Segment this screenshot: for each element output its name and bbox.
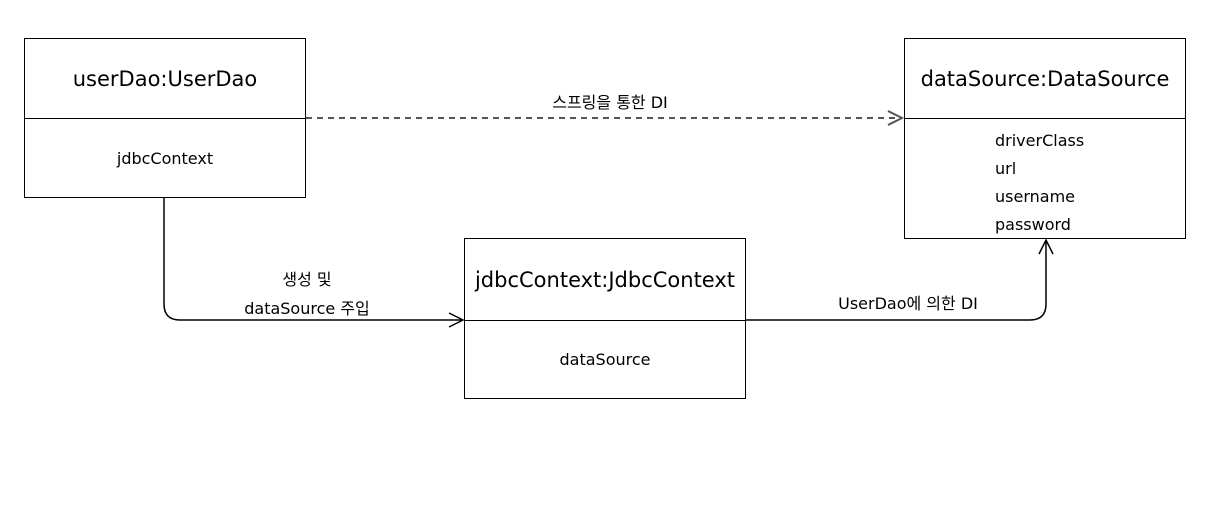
box-data-source: dataSource:DataSource driverClass url us… xyxy=(904,38,1186,239)
box-jdbc-context-field: dataSource xyxy=(559,350,651,369)
field-password: password xyxy=(995,215,1071,234)
box-jdbc-context: jdbcContext:JdbcContext dataSource xyxy=(464,238,746,399)
arrowhead-userdao-di xyxy=(1038,238,1054,255)
box-user-dao-field: jdbcContext xyxy=(116,148,214,168)
box-user-dao: userDao:UserDao jdbcContext xyxy=(24,38,306,198)
label-userdao-di: UserDao에 의한 DI xyxy=(838,294,978,313)
arrowhead-create-inject xyxy=(448,312,465,328)
box-user-dao-title: userDao:UserDao xyxy=(25,39,305,119)
label-create-inject-line2: dataSource 주입 xyxy=(244,299,370,318)
label-create-inject-line1: 생성 및 xyxy=(282,270,332,289)
arrowhead-spring-di xyxy=(887,110,905,126)
box-data-source-fields: driverClass url username password xyxy=(905,119,1185,239)
field-username: username xyxy=(995,187,1075,206)
box-jdbc-context-title: jdbcContext:JdbcContext xyxy=(465,239,745,321)
box-data-source-title: dataSource:DataSource xyxy=(905,39,1185,119)
edge-userdao-di xyxy=(745,241,1047,321)
field-driver-class: driverClass xyxy=(995,131,1085,150)
field-url: url xyxy=(995,159,1017,178)
edge-create-inject xyxy=(163,198,462,321)
label-spring-di: 스프링을 통한 DI xyxy=(552,93,668,112)
